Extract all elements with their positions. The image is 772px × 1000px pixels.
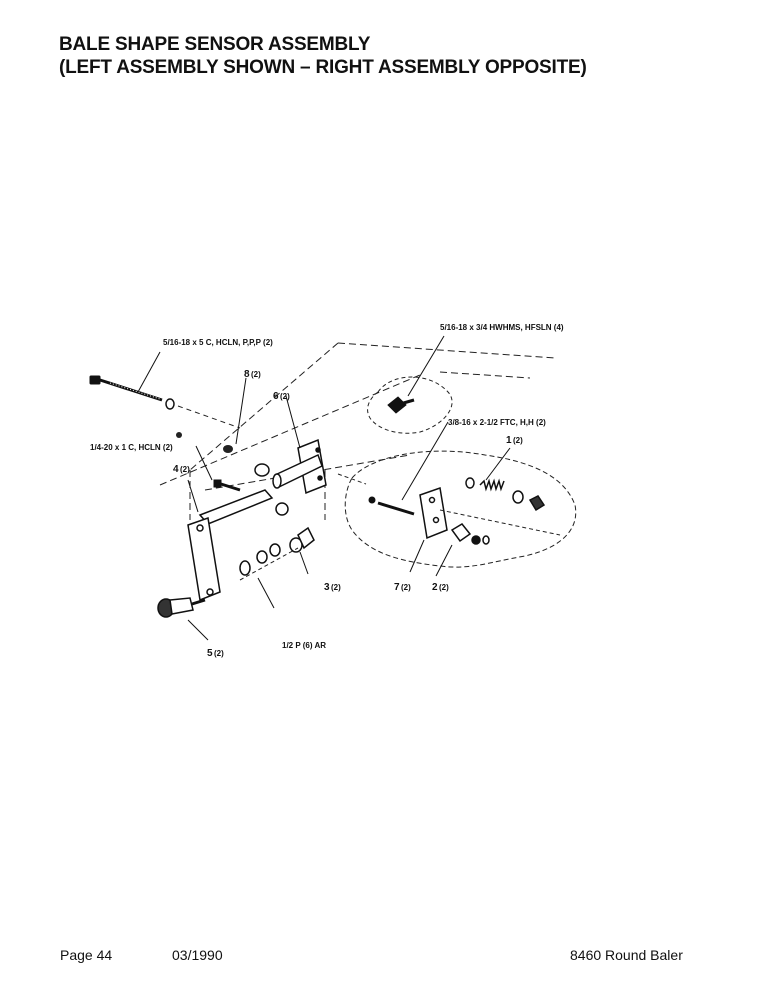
item-1-spring (465, 477, 546, 512)
item-7-label: 7 (394, 582, 400, 593)
footer-page-number: Page 44 (60, 947, 113, 963)
item-3-label: 3 (324, 582, 330, 593)
item-6-label: 6 (273, 391, 279, 402)
item-1-qty: (2) (513, 436, 523, 445)
item-2-label: 2 (432, 582, 438, 593)
item-8-nut (176, 432, 233, 453)
item-5-label: 5 (207, 648, 213, 659)
item-4-qty: (2) (180, 465, 190, 474)
hwhms-bolt (387, 396, 415, 414)
page-title: BALE SHAPE SENSOR ASSEMBLY (LEFT ASSEMBL… (59, 33, 587, 79)
item-6-qty: (2) (280, 392, 290, 401)
leader-lines (137, 335, 511, 641)
item-3-qty: (2) (331, 583, 341, 592)
dashed-region-upper (367, 376, 453, 434)
item-7-qty: (2) (401, 583, 411, 592)
title-line-2: (LEFT ASSEMBLY SHOWN – RIGHT ASSEMBLY OP… (59, 57, 587, 78)
long-bolt-line (177, 405, 241, 429)
item-8-qty: (2) (251, 370, 261, 379)
item-4-arm (187, 489, 274, 602)
washer-stack (239, 502, 315, 576)
item-6-bracket (254, 438, 327, 495)
item-1-label: 1 (506, 435, 512, 446)
frame-outline (159, 342, 556, 520)
item-5-knob (157, 597, 206, 618)
item-7-plate (419, 486, 448, 540)
ftc-bolt (368, 496, 415, 516)
callout-bolt-hwhms: 5/16-18 x 3/4 HWHMS, HFSLN (4) (440, 323, 564, 332)
long-bolt (89, 375, 163, 402)
callout-bolt-5c: 5/16-18 x 5 C, HCLN, P,P,P (2) (163, 338, 273, 347)
footer-model: 8460 Round Baler (570, 947, 683, 963)
item-2-qty: (2) (439, 583, 449, 592)
callout-washer-p: 1/2 P (6) AR (282, 641, 326, 650)
callout-bolt-ftc: 3/8-16 x 2-1/2 FTC, H,H (2) (448, 418, 546, 427)
item-2-nut (450, 523, 490, 545)
guide-line-1 (337, 473, 367, 485)
footer-date: 03/1990 (172, 947, 223, 963)
item-5-qty: (2) (214, 649, 224, 658)
dashed-region-lower (344, 450, 577, 568)
long-bolt-washer (165, 398, 175, 410)
callout-bolt-1c: 1/4-20 x 1 C, HCLN (2) (90, 443, 173, 452)
small-bolt (213, 479, 241, 492)
title-line-1: BALE SHAPE SENSOR ASSEMBLY (59, 34, 371, 55)
item-4-label: 4 (173, 464, 179, 475)
item-8-label: 8 (244, 369, 250, 380)
